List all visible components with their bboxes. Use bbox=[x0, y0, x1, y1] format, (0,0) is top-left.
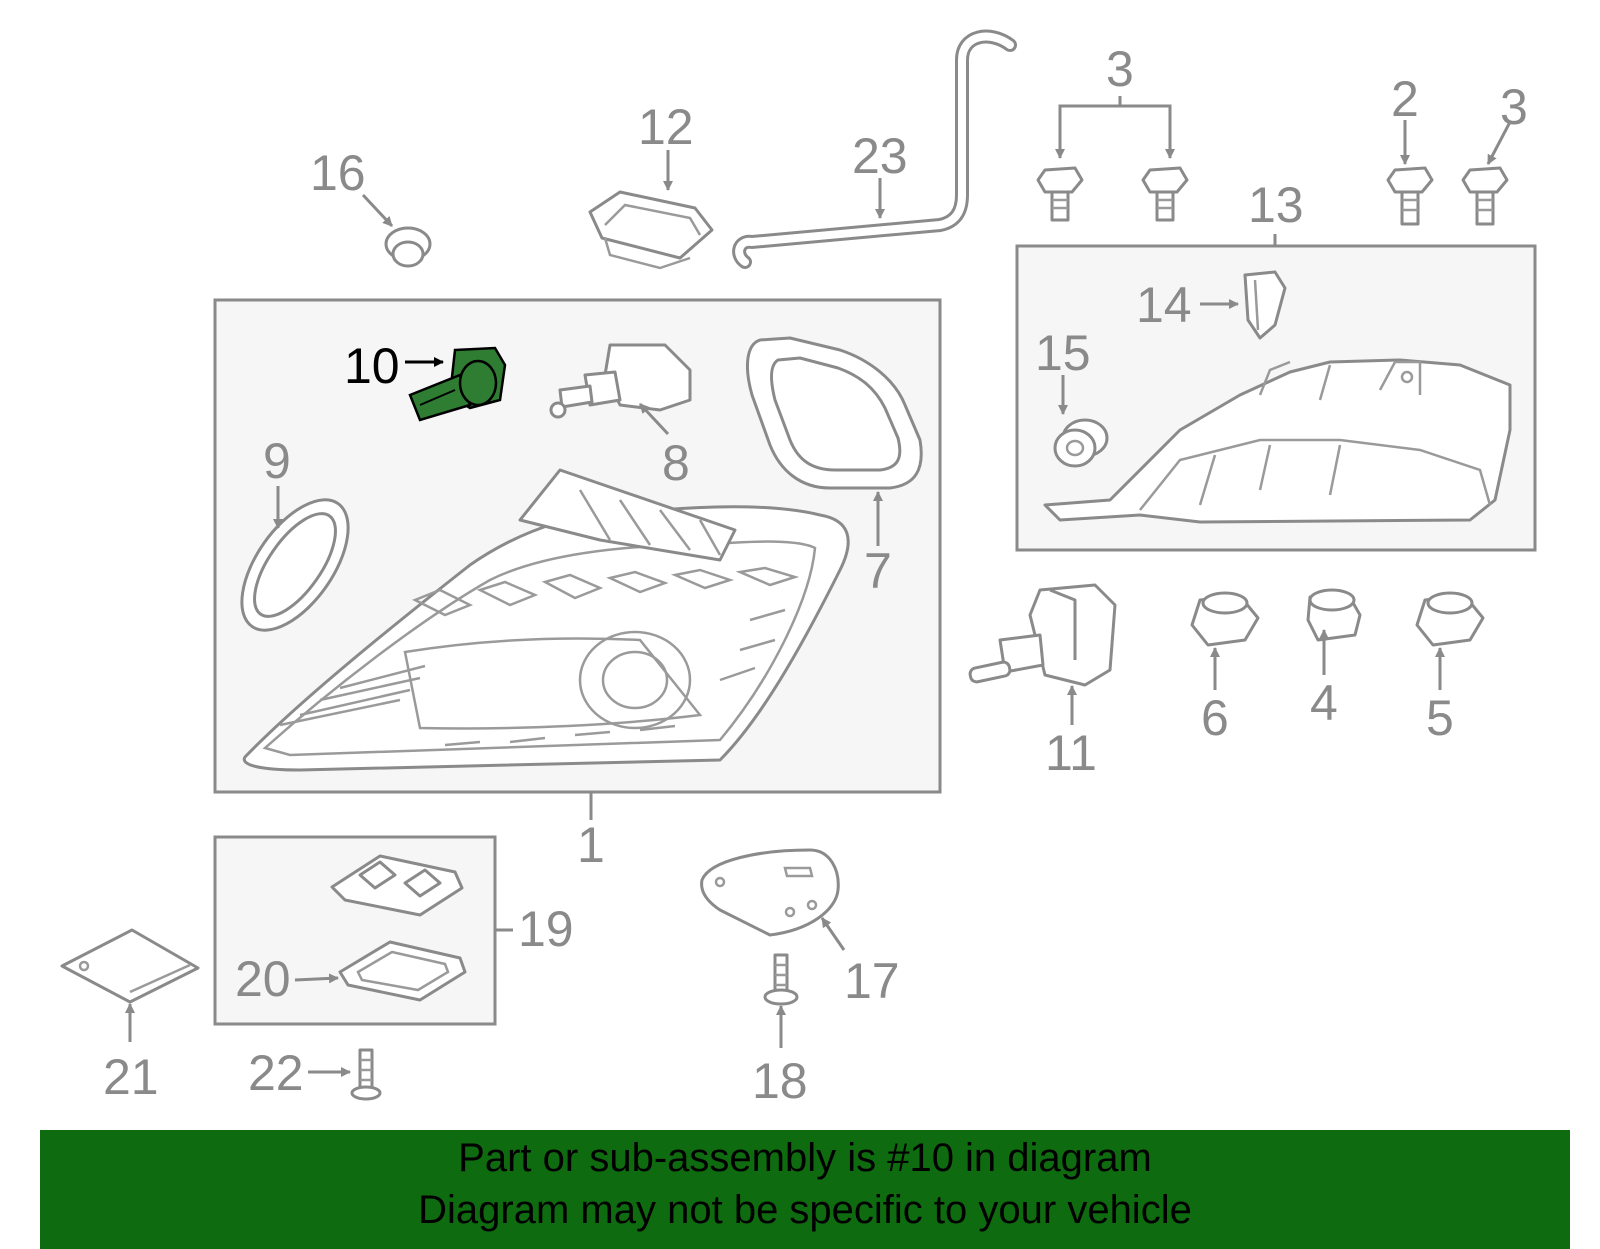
callout-1: 1 bbox=[577, 817, 605, 873]
callout-13: 13 bbox=[1248, 177, 1304, 233]
leader-lines bbox=[125, 96, 1512, 1077]
bulb-socket[interactable] bbox=[549, 343, 692, 419]
socket-4[interactable] bbox=[1306, 588, 1362, 642]
callout-12: 12 bbox=[638, 99, 694, 155]
banner-line-2: Diagram may not be specific to your vehi… bbox=[418, 1188, 1192, 1232]
callout-19: 19 bbox=[518, 901, 574, 957]
callout-16: 16 bbox=[310, 145, 366, 201]
headlamp-bracket[interactable] bbox=[1043, 358, 1512, 524]
callout-20: 20 bbox=[235, 951, 291, 1007]
clip[interactable] bbox=[1243, 270, 1287, 340]
bolt-right-b[interactable] bbox=[1461, 166, 1509, 226]
cover-screw[interactable] bbox=[763, 953, 799, 1006]
callout-6: 6 bbox=[1201, 690, 1229, 746]
callout-7: 7 bbox=[864, 543, 892, 599]
callout-2: 2 bbox=[1391, 71, 1419, 127]
callout-9: 9 bbox=[263, 433, 291, 489]
bracket-grommet[interactable] bbox=[1053, 418, 1109, 468]
label-sheet[interactable] bbox=[60, 928, 200, 1004]
info-banner: Part or sub-assembly is #10 in diagram D… bbox=[40, 1130, 1570, 1249]
callout-18: 18 bbox=[752, 1053, 808, 1109]
banner-line-1: Part or sub-assembly is #10 in diagram bbox=[458, 1136, 1152, 1180]
callout-8: 8 bbox=[662, 435, 690, 491]
bolt-right-a[interactable] bbox=[1386, 166, 1434, 226]
control-unit-box bbox=[213, 835, 497, 1026]
bolt-left[interactable] bbox=[1036, 166, 1084, 222]
grommet[interactable] bbox=[384, 226, 432, 268]
callout-14: 14 bbox=[1136, 277, 1192, 333]
callout-10: 10 bbox=[344, 338, 400, 394]
callout-4: 4 bbox=[1310, 675, 1338, 731]
callout-21: 21 bbox=[103, 1049, 159, 1105]
headlamp-assembly[interactable] bbox=[242, 468, 850, 772]
vent-tube[interactable] bbox=[732, 29, 1017, 269]
xenon-bulb[interactable] bbox=[968, 583, 1117, 687]
access-cap[interactable] bbox=[588, 190, 714, 270]
bolt-center[interactable] bbox=[1141, 166, 1189, 222]
callout-5: 5 bbox=[1426, 690, 1454, 746]
socket-6[interactable] bbox=[1190, 591, 1260, 647]
control-unit[interactable] bbox=[330, 854, 464, 917]
lamp-ring[interactable] bbox=[221, 482, 369, 648]
callout-17: 17 bbox=[844, 953, 900, 1009]
callout-3-single: 3 bbox=[1500, 79, 1528, 135]
callout-11: 11 bbox=[1045, 725, 1097, 781]
socket-5[interactable] bbox=[1415, 591, 1485, 647]
callout-3-group: 3 bbox=[1106, 41, 1134, 97]
small-screw[interactable] bbox=[350, 1048, 382, 1101]
gasket[interactable] bbox=[338, 940, 467, 1002]
rear-cover[interactable] bbox=[700, 848, 840, 937]
highlighted-bulb[interactable] bbox=[408, 346, 507, 422]
callout-23: 23 bbox=[852, 128, 908, 184]
callout-22: 22 bbox=[248, 1045, 304, 1101]
headlamp-frame[interactable] bbox=[746, 336, 923, 490]
callout-15: 15 bbox=[1035, 325, 1091, 381]
